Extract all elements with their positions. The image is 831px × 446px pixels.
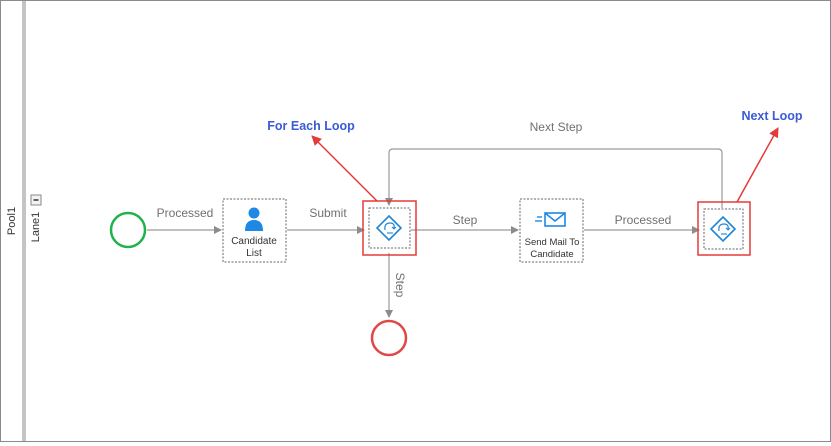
loop-gateway-icon bbox=[375, 214, 403, 242]
user-icon bbox=[245, 207, 263, 231]
highlight-box bbox=[362, 200, 417, 256]
gateway-for-each[interactable] bbox=[362, 200, 417, 256]
edge-label-step-right: Step bbox=[453, 213, 478, 227]
edge-label-step-down: Step bbox=[393, 273, 407, 298]
task-label-line1: Candidate bbox=[231, 236, 277, 247]
start-event[interactable] bbox=[109, 211, 147, 249]
gateway-next-loop[interactable] bbox=[697, 201, 751, 256]
task-label-line2: List bbox=[246, 248, 262, 259]
annotation-next-loop: Next Loop bbox=[741, 109, 802, 123]
mail-icon bbox=[535, 212, 566, 227]
annotation-arrow-next-loop bbox=[736, 127, 779, 203]
lane-label: Lane1 bbox=[30, 212, 42, 243]
task-label-line2: Candidate bbox=[530, 249, 573, 260]
annotation-for-each-loop: For Each Loop bbox=[267, 119, 355, 133]
annotation-arrow-for-each bbox=[311, 135, 378, 202]
edge-label-processed-1: Processed bbox=[157, 206, 214, 220]
task-label-line1: Send Mail To bbox=[525, 237, 580, 248]
pool-label: Pool1 bbox=[6, 207, 18, 235]
end-event[interactable] bbox=[370, 319, 408, 357]
task-candidate-list[interactable]: Candidate List bbox=[222, 198, 287, 263]
flow-next-step[interactable] bbox=[385, 148, 723, 208]
edge-label-next-step: Next Step bbox=[530, 120, 583, 134]
highlight-box bbox=[697, 201, 751, 256]
loop-gateway-icon bbox=[709, 215, 737, 243]
task-send-mail[interactable]: Send Mail To Candidate bbox=[519, 198, 584, 263]
edge-label-processed-2: Processed bbox=[615, 213, 672, 227]
lane-collapse-button[interactable] bbox=[30, 194, 42, 206]
edge-label-submit: Submit bbox=[309, 206, 347, 220]
